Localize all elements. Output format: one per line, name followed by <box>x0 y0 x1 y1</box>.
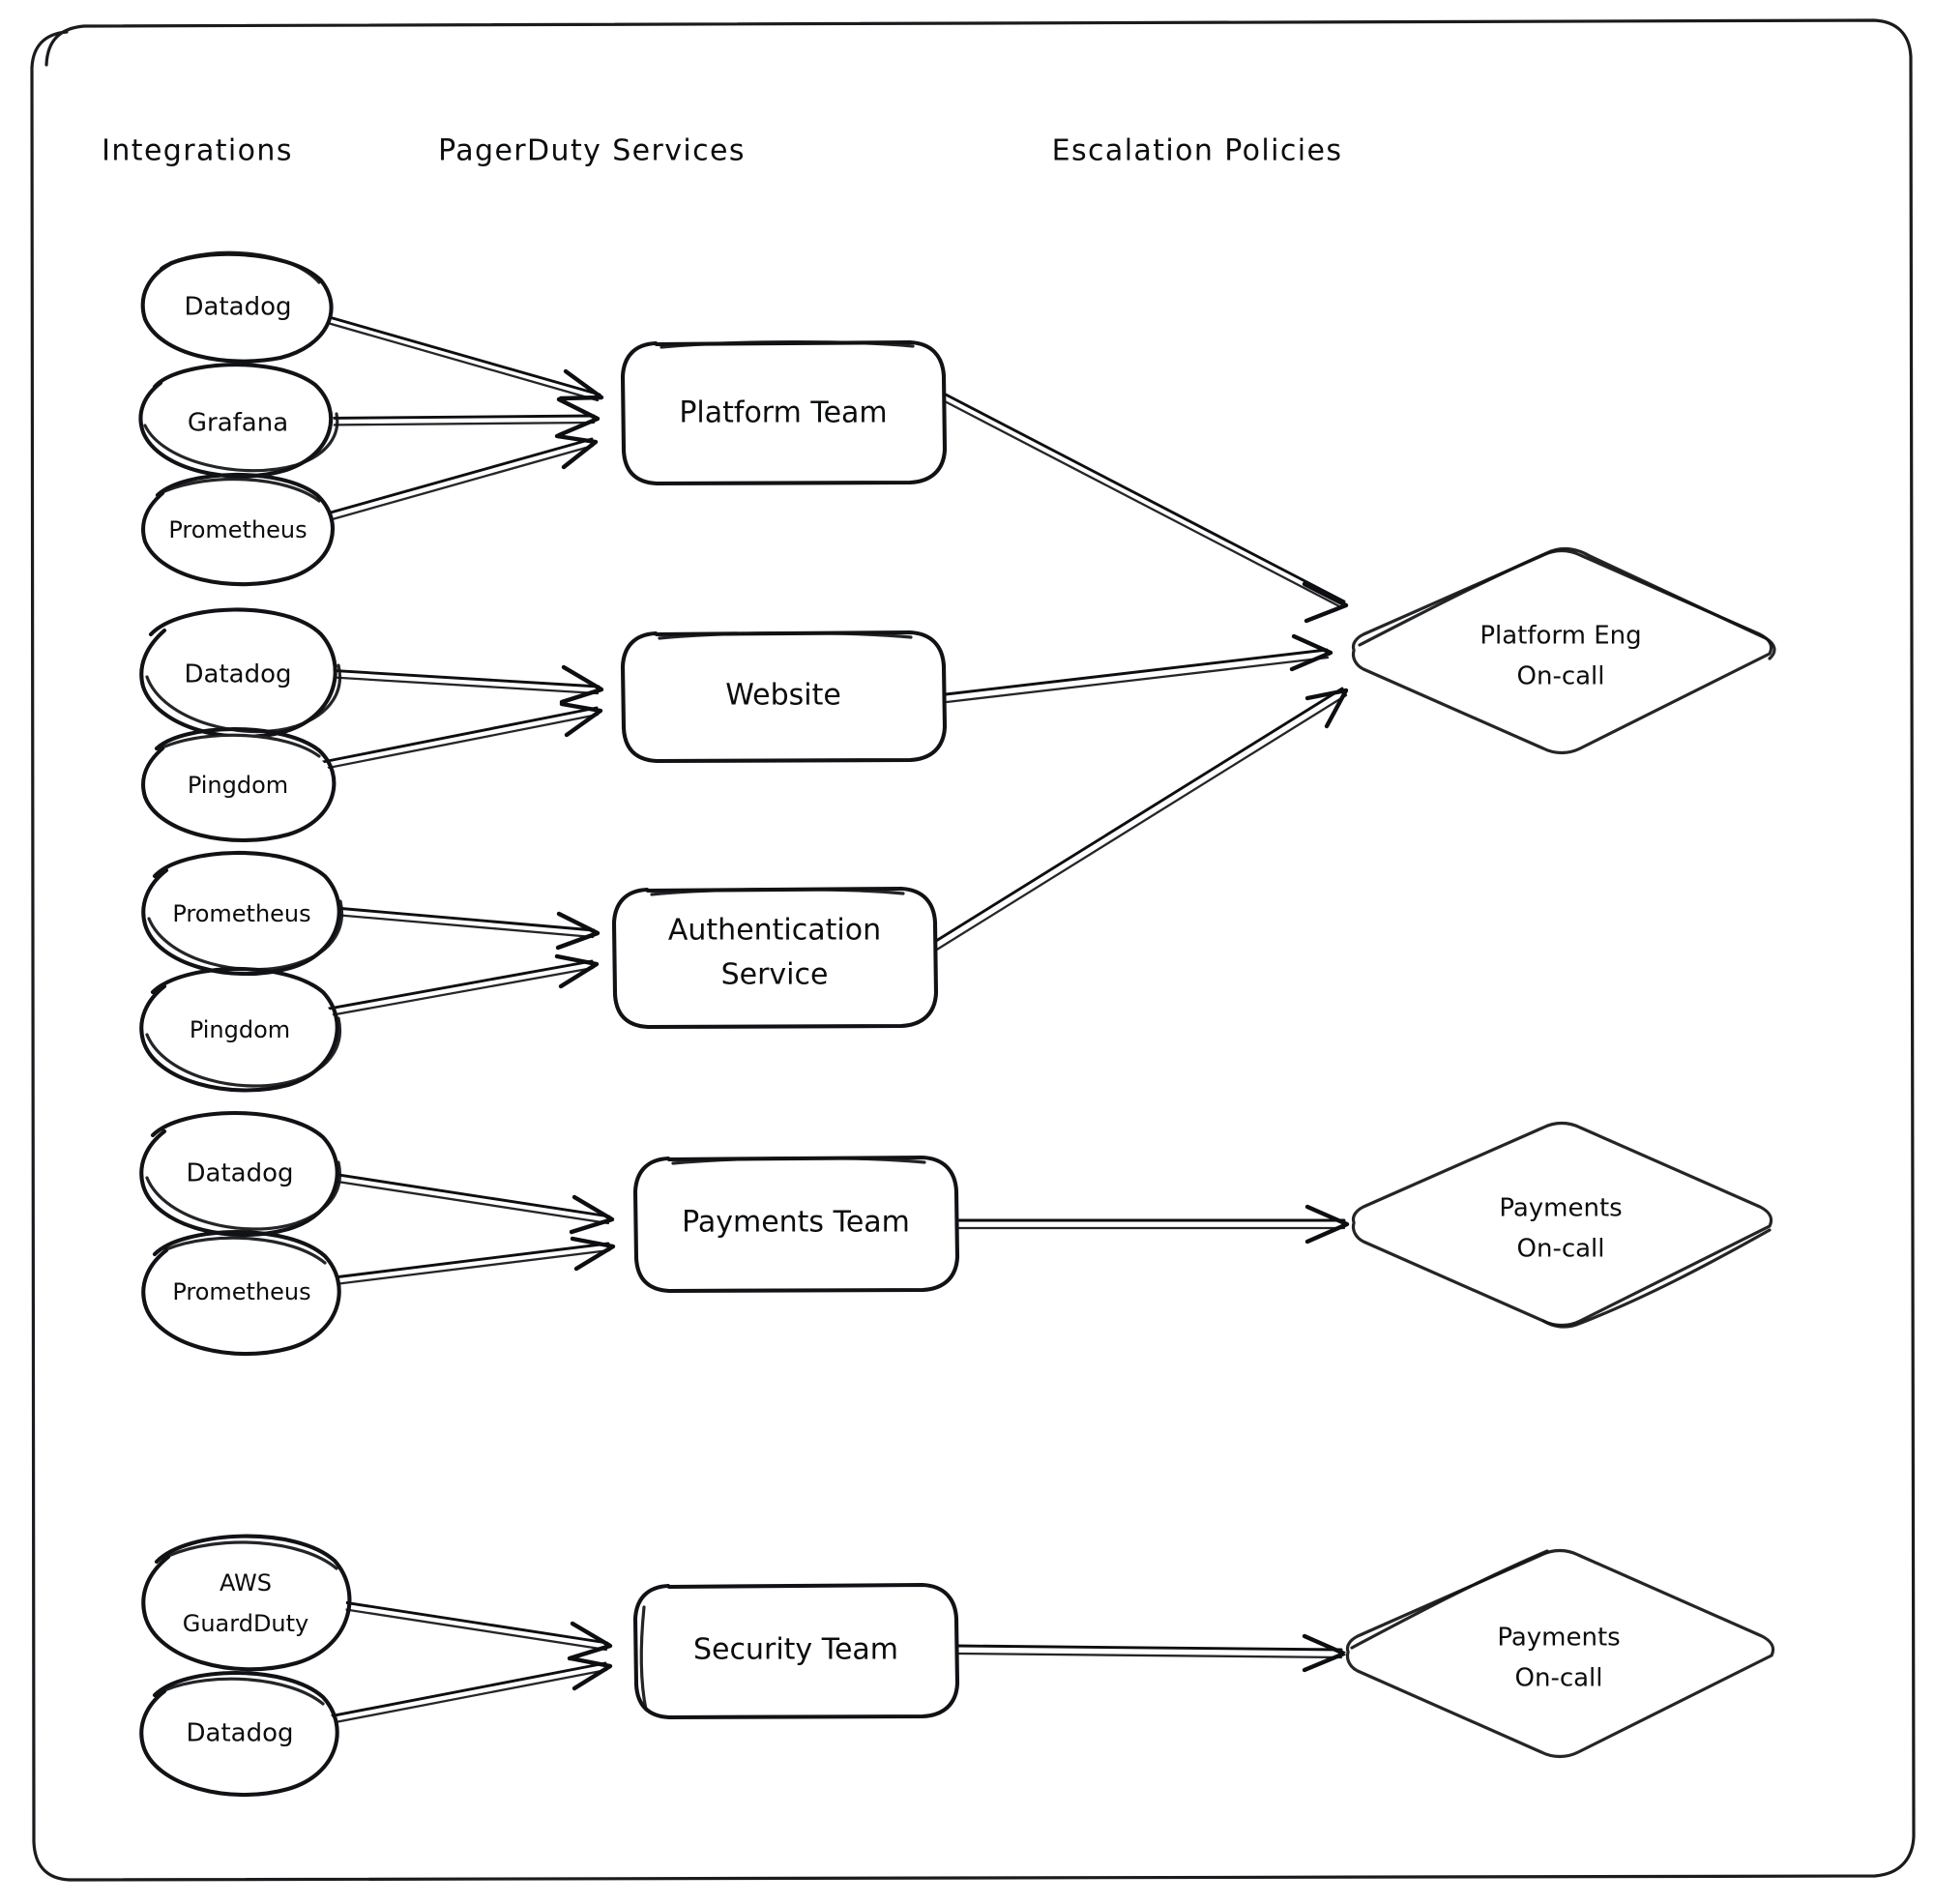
policy-label-line2: On-call <box>1517 662 1605 691</box>
integrations-layer: Datadog Grafana Prometheus Da <box>138 250 352 1798</box>
edge-auth-service-to-platform-eng-oncall <box>926 687 1349 954</box>
service-label-line1: Authentication <box>668 914 881 948</box>
service-label: Payments Team <box>682 1206 910 1240</box>
column-header-services: PagerDuty Services <box>438 134 746 168</box>
edge-security-team-to-payments-oncall <box>955 1633 1347 1673</box>
column-header-integrations: Integrations <box>102 134 293 168</box>
column-headers: Integrations PagerDuty Services Escalati… <box>102 134 1343 168</box>
service-node-platform-team[interactable]: Platform Team <box>620 339 948 486</box>
integration-node-pingdom-2[interactable]: Pingdom <box>139 966 341 1093</box>
integration-label: Datadog <box>185 660 292 689</box>
policy-node-payments-oncall-1[interactable]: Payments On-call <box>1350 1121 1773 1329</box>
service-node-security-team[interactable]: Security Team <box>632 1582 960 1720</box>
service-label-line2: Service <box>721 958 829 992</box>
edge-datadog4-to-security-team <box>282 1655 613 1734</box>
integration-label: Datadog <box>187 1719 294 1748</box>
integration-label-line1: AWS <box>220 1569 272 1596</box>
service-node-website[interactable]: Website <box>620 630 948 764</box>
integration-label: Pingdom <box>188 772 288 799</box>
integration-node-datadog-4[interactable]: Datadog <box>139 1671 339 1798</box>
policy-label-line1: Payments <box>1497 1624 1620 1653</box>
edge-payments-team-to-payments-oncall <box>955 1204 1350 1245</box>
integration-node-datadog-2[interactable]: Datadog <box>139 607 341 739</box>
policy-label-line1: Platform Eng <box>1480 622 1641 651</box>
policy-node-payments-oncall-2[interactable]: Payments On-call <box>1344 1548 1775 1759</box>
service-node-authentication-service[interactable]: Authentication Service <box>611 886 939 1030</box>
edge-platform-team-to-platform-eng-oncall <box>941 393 1349 624</box>
integration-label: Prometheus <box>168 516 307 543</box>
policies-layer: Platform Eng On-call Payments On-call Pa… <box>1344 546 1776 1759</box>
integration-label: Pingdom <box>190 1016 290 1043</box>
column-header-policies: Escalation Policies <box>1052 134 1343 168</box>
integration-label: Prometheus <box>172 1278 310 1305</box>
service-label: Website <box>725 679 841 713</box>
integration-node-aws-guardduty[interactable]: AWS GuardDuty <box>141 1534 352 1672</box>
policy-label-line2: On-call <box>1515 1664 1603 1693</box>
service-node-payments-team[interactable]: Payments Team <box>632 1155 960 1294</box>
edge-website-to-platform-eng-oncall <box>944 633 1333 704</box>
integration-label: Datadog <box>187 1159 294 1188</box>
policy-label-line2: On-call <box>1517 1235 1605 1264</box>
integration-node-datadog-1[interactable]: Datadog <box>140 250 334 364</box>
integration-label-line2: GuardDuty <box>183 1610 309 1637</box>
integration-node-pingdom-1[interactable]: Pingdom <box>140 726 337 842</box>
diagram-frame <box>30 18 1916 1882</box>
integration-node-prometheus-3[interactable]: Prometheus <box>141 1230 341 1357</box>
integration-node-prometheus-2[interactable]: Prometheus <box>141 850 343 977</box>
service-label: Platform Team <box>679 396 887 430</box>
integration-label: Prometheus <box>172 900 310 927</box>
integration-node-datadog-3[interactable]: Datadog <box>139 1111 341 1238</box>
integration-node-prometheus-1[interactable]: Prometheus <box>140 472 335 587</box>
service-label: Security Team <box>693 1633 898 1667</box>
integration-label: Datadog <box>185 293 292 322</box>
policy-label-line1: Payments <box>1499 1194 1622 1223</box>
integration-node-grafana-1[interactable]: Grafana <box>138 363 339 479</box>
policy-node-platform-eng-oncall[interactable]: Platform Eng On-call <box>1350 546 1776 755</box>
integration-label: Grafana <box>188 409 288 438</box>
services-layer: Platform Team Website Authentication Ser… <box>611 339 960 1720</box>
